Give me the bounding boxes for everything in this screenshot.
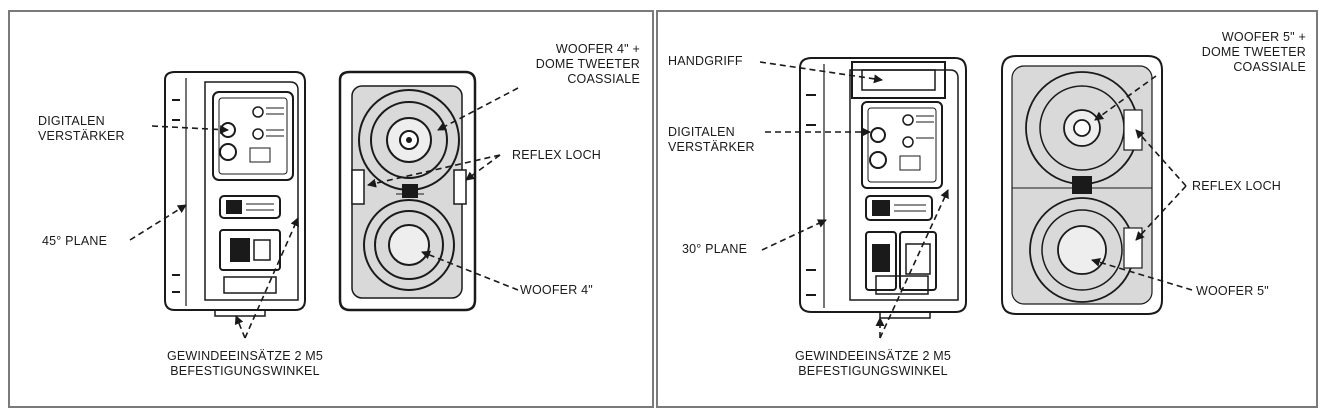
left-woofer-label: WOOFER 4" <box>520 283 593 297</box>
right-front-speaker <box>1001 55 1163 315</box>
left-plane-label: 45° PLANE <box>42 234 108 248</box>
right-leader-lines <box>759 61 1193 339</box>
left-front-speaker <box>338 70 477 312</box>
left-diagram-panel <box>8 10 654 408</box>
right-diagram-panel <box>656 10 1318 408</box>
right-handle-label: HANDGRIFF <box>668 54 743 68</box>
right-woofer-label: WOOFER 5" <box>1196 284 1269 298</box>
left-rear-speaker <box>164 71 306 317</box>
left-reflex-label: REFLEX LOCH <box>512 148 602 162</box>
right-woofer-tweeter-label: WOOFER 5" + DOME TWEETER COASSIALE <box>1201 30 1306 74</box>
right-rear-speaker <box>799 57 967 319</box>
left-inserts-label: GEWINDEEINSÄTZE 2 M5 BEFESTIGUNGSWINKEL <box>166 349 324 378</box>
left-leader-lines <box>129 87 519 339</box>
left-woofer-tweeter-label: WOOFER 4" + DOME TWEETER COASSIALE <box>535 42 640 86</box>
left-amplifier-label: DIGITALEN VERSTÄRKER <box>38 114 125 143</box>
right-amplifier-label: DIGITALEN VERSTÄRKER <box>668 125 755 154</box>
right-inserts-label: GEWINDEEINSÄTZE 2 M5 BEFESTIGUNGSWINKEL <box>794 349 952 378</box>
right-plane-label: 30° PLANE <box>682 242 748 256</box>
right-reflex-label: REFLEX LOCH <box>1192 179 1282 193</box>
